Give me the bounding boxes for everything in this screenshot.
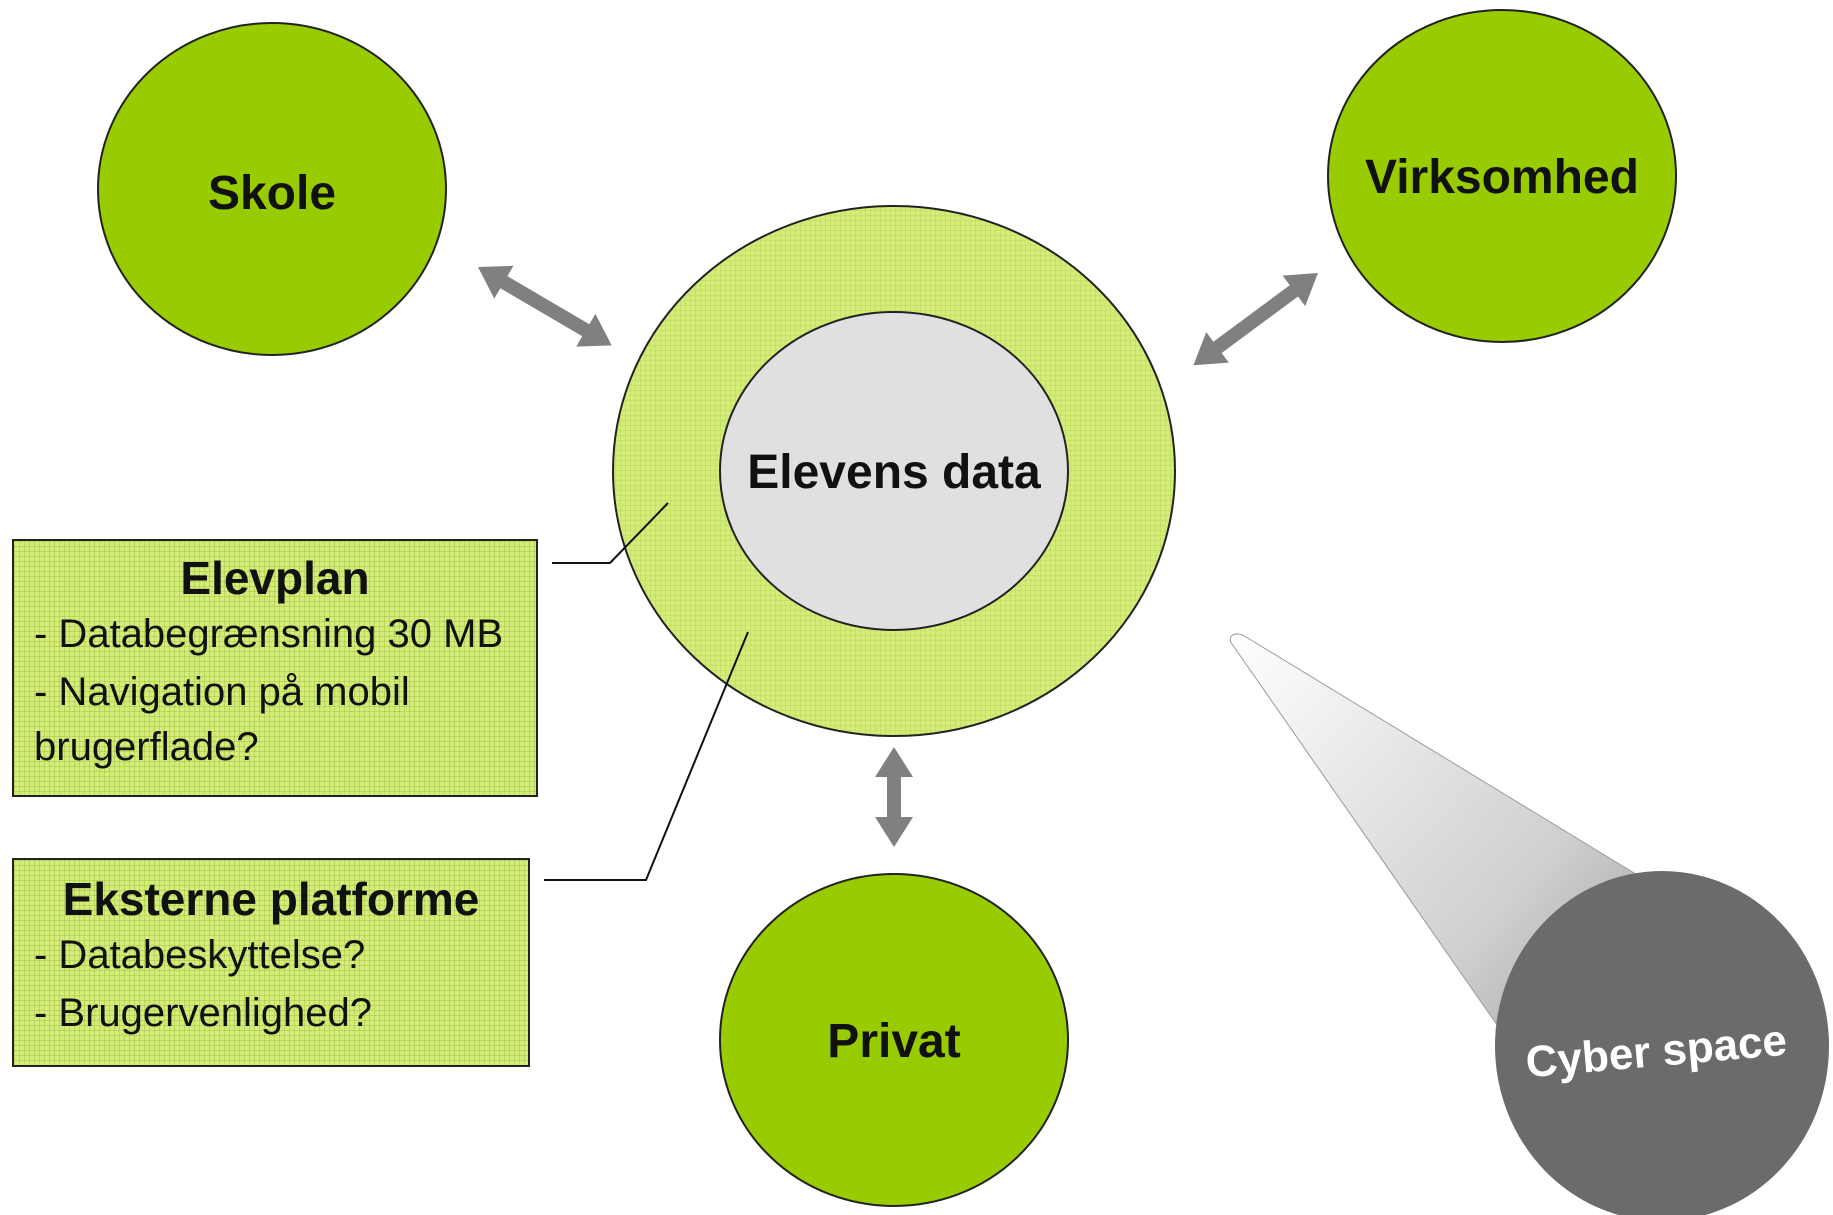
leader-line-elevplan xyxy=(552,502,669,564)
cone-base xyxy=(1495,871,1829,1215)
callout-elevplan-title: Elevplan xyxy=(180,552,370,604)
center-label: Elevens data xyxy=(747,446,1041,499)
privat-node: Privat xyxy=(719,873,1069,1207)
callout-elevplan-line: - Navigation på mobil xyxy=(34,670,410,714)
callout-eksterne-title: Eksterne platforme xyxy=(62,873,480,925)
virksomhed-circle xyxy=(1327,9,1677,343)
skole-node: Skole xyxy=(97,22,447,356)
callout-elevplan: Elevplan - Databegrænsning 30 MB - Navig… xyxy=(12,539,538,797)
privat-circle xyxy=(719,873,1069,1207)
inner-core xyxy=(719,311,1069,631)
virksomhed-label: Virksomhed xyxy=(1365,151,1639,204)
callout-elevplan-line: brugerflade? xyxy=(34,725,259,769)
center-node: Elevens data xyxy=(612,205,1176,737)
callout-eksterne-line: - Databeskyttelse? xyxy=(34,933,366,977)
skole-circle xyxy=(97,22,447,356)
arrow-skole-center xyxy=(478,265,612,347)
arrow-center-privat xyxy=(875,747,913,847)
callout-eksterne-platforme: Eksterne platforme - Databeskyttelse? - … xyxy=(12,858,530,1067)
callout-elevplan-line: - Databegrænsning 30 MB xyxy=(34,612,504,656)
cyber-space-cone: Cyber space xyxy=(1229,633,1829,1215)
skole-label: Skole xyxy=(208,167,336,220)
virksomhed-node: Virksomhed xyxy=(1327,9,1677,343)
leader-line-eksterne xyxy=(544,631,749,881)
privat-label: Privat xyxy=(827,1015,960,1068)
callout-eksterne-line: - Brugervenlighed? xyxy=(34,991,372,1035)
arrow-virksomhed-center xyxy=(1193,273,1318,366)
